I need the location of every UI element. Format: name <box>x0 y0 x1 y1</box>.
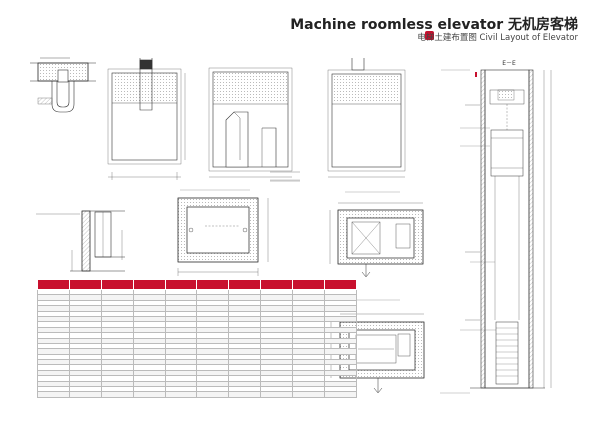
table-cell <box>37 391 70 398</box>
table-cell <box>324 391 357 398</box>
table-row <box>37 353 357 361</box>
table-cell <box>100 391 134 398</box>
table-header <box>68 279 102 290</box>
table-row <box>37 364 357 371</box>
machine-room-plan <box>177 197 269 276</box>
section-label: E－E <box>502 60 516 67</box>
table-header <box>292 279 326 290</box>
table-header <box>132 279 166 290</box>
elevation-middle <box>208 67 300 182</box>
table-cell <box>292 391 326 398</box>
door-opening-detail <box>36 210 125 272</box>
elevation-right <box>327 58 406 178</box>
spec-table-body <box>37 288 357 398</box>
hoistway-section <box>465 69 552 389</box>
table-cell <box>228 391 262 398</box>
page-subtitle: 电梯土建布置图 Civil Layout of Elevator <box>417 33 578 43</box>
table-header <box>164 279 198 290</box>
table-header <box>260 279 294 290</box>
brand-logo-icon <box>425 31 434 40</box>
table-row <box>37 326 357 334</box>
elevation-left <box>107 58 186 180</box>
table-cell <box>164 391 198 398</box>
page-title: Machine roomless elevator 无机房客梯 <box>290 17 578 33</box>
hoistway-plan-upper <box>329 202 424 278</box>
table-header <box>228 279 262 290</box>
table-header <box>100 279 134 290</box>
table-header <box>196 279 230 290</box>
table-header <box>37 279 70 290</box>
table-row <box>37 369 357 377</box>
table-cell <box>132 391 166 398</box>
annotation-leaders <box>180 69 496 394</box>
table-cell <box>196 391 230 398</box>
table-row <box>37 375 357 382</box>
table-row <box>37 391 357 398</box>
table-header <box>324 279 357 290</box>
spec-table-header-row <box>37 279 357 290</box>
spec-table <box>37 279 357 398</box>
table-cell <box>260 391 294 398</box>
table-cell <box>68 391 102 398</box>
sill-detail-drawing <box>30 57 96 113</box>
elevation-drawings <box>107 58 406 182</box>
table-row <box>37 348 357 355</box>
